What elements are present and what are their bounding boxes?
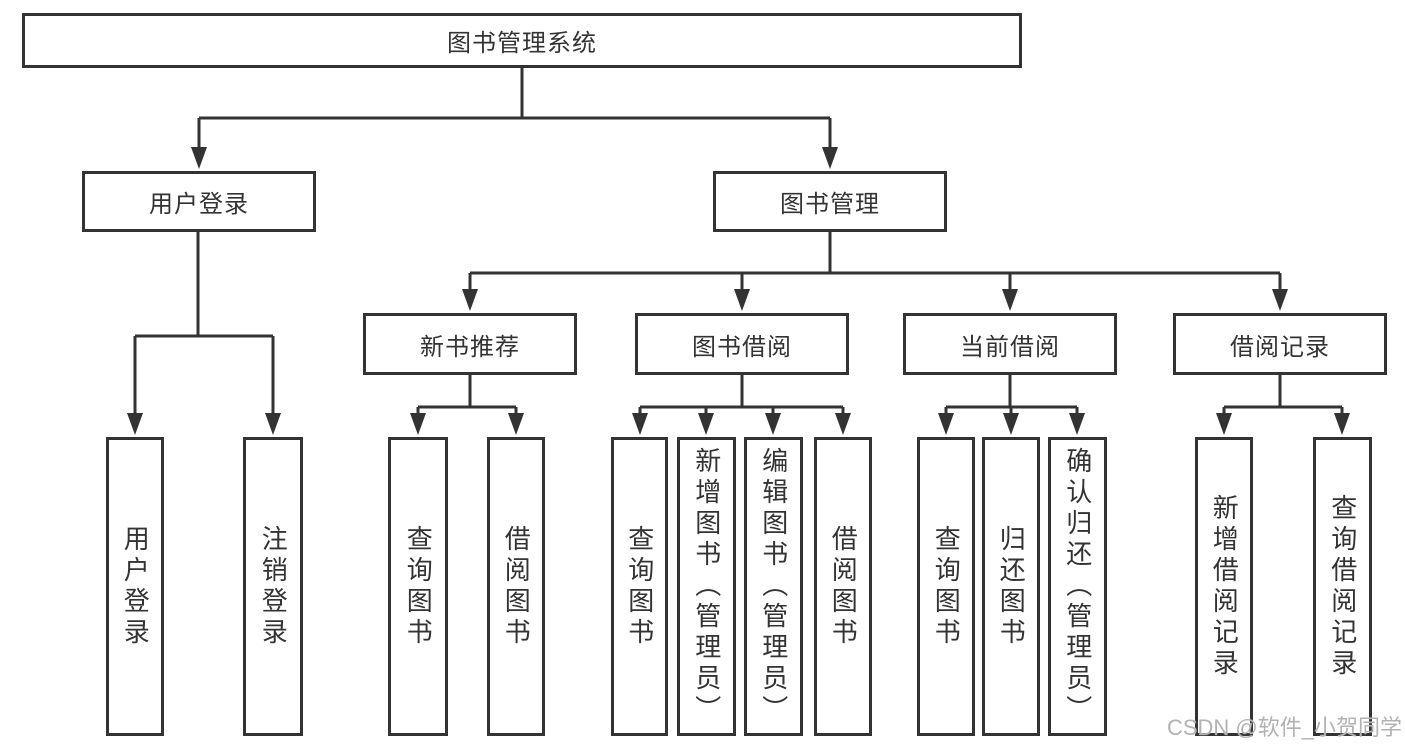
node-user-login: 用户登录 — [82, 171, 316, 232]
node-label: 借阅记录 — [1230, 333, 1330, 361]
node-borrow-records: 借阅记录 — [1173, 313, 1387, 375]
node-book-management: 图书管理 — [713, 171, 947, 232]
connector-user-login-to-leaves — [127, 232, 281, 435]
node-leaf-return-books: 归还图书 — [982, 437, 1040, 736]
node-label: 当前借阅 — [960, 333, 1060, 361]
node-leaf-logout: 注销登录 — [243, 437, 303, 736]
arrow-down-icon — [410, 413, 426, 435]
connector-borrow-records-to-leaves — [1216, 375, 1350, 435]
arrow-down-icon — [822, 147, 838, 169]
arrow-down-icon — [462, 289, 478, 311]
arrow-down-icon — [191, 147, 207, 169]
arrow-down-icon — [632, 413, 648, 435]
arrow-down-icon — [508, 413, 524, 435]
arrow-down-icon — [1002, 289, 1018, 311]
node-label: 新增图书（管理员） — [691, 447, 722, 726]
node-label: 注销登录 — [258, 524, 289, 649]
arrow-down-icon — [1216, 413, 1232, 435]
node-label: 归还图书 — [996, 524, 1027, 649]
node-label: 借阅图书 — [828, 524, 859, 649]
node-leaf-borrow-books-recommend: 借阅图书 — [487, 437, 545, 736]
node-leaf-borrow-books: 借阅图书 — [814, 437, 872, 736]
node-label: 图书管理 — [780, 191, 880, 218]
node-new-book-recommend: 新书推荐 — [363, 313, 577, 375]
connector-current-borrow-to-leaves — [938, 375, 1085, 435]
node-leaf-query-books-current: 查询图书 — [917, 437, 975, 736]
node-label: 确认归还（管理员） — [1062, 447, 1093, 726]
arrow-down-icon — [698, 413, 714, 435]
connector-new-book-rec-to-leaves — [410, 375, 524, 435]
node-label: 用户登录 — [149, 191, 249, 218]
node-leaf-query-books-recommend: 查询图书 — [388, 437, 448, 736]
node-label: 用户登录 — [120, 524, 151, 649]
node-label: 编辑图书（管理员） — [758, 447, 789, 726]
arrow-down-icon — [734, 289, 750, 311]
connector-book-mgmt-to-level3 — [462, 232, 1288, 311]
node-label: 查询图书 — [624, 524, 655, 649]
arrow-down-icon — [765, 413, 781, 435]
node-label: 新增借阅记录 — [1209, 493, 1240, 680]
node-label: 图书管理系统 — [447, 30, 597, 57]
connector-book-borrow-to-leaves — [632, 375, 851, 435]
node-leaf-user-login: 用户登录 — [106, 437, 164, 736]
csdn-watermark: CSDN @软件_小贺同学 — [1166, 715, 1402, 740]
node-label: 图书借阅 — [692, 333, 792, 361]
arrow-down-icon — [127, 413, 143, 435]
node-label: 查询借阅记录 — [1327, 493, 1358, 680]
arrow-down-icon — [835, 413, 851, 435]
arrow-down-icon — [1334, 413, 1350, 435]
connector-root-to-level2 — [191, 68, 838, 169]
node-label: 查询图书 — [403, 524, 434, 649]
arrow-down-icon — [1069, 413, 1085, 435]
arrow-down-icon — [1003, 413, 1019, 435]
node-leaf-edit-books-admin: 编辑图书（管理员） — [744, 437, 803, 736]
node-label: 查询图书 — [931, 524, 962, 649]
node-leaf-confirm-return-admin: 确认归还（管理员） — [1048, 437, 1107, 736]
node-label: 新书推荐 — [420, 333, 520, 361]
node-leaf-query-books-borrow: 查询图书 — [611, 437, 668, 736]
node-label: 借阅图书 — [501, 524, 532, 649]
node-book-borrow: 图书借阅 — [635, 313, 849, 375]
node-leaf-add-books-admin: 新增图书（管理员） — [677, 437, 736, 736]
node-leaf-query-borrow-record: 查询借阅记录 — [1313, 437, 1372, 736]
node-library-management-system: 图书管理系统 — [22, 13, 1022, 68]
arrow-down-icon — [265, 413, 281, 435]
arrow-down-icon — [1272, 289, 1288, 311]
node-current-borrow: 当前借阅 — [903, 313, 1117, 375]
node-leaf-add-borrow-record: 新增借阅记录 — [1195, 437, 1253, 736]
arrow-down-icon — [938, 413, 954, 435]
